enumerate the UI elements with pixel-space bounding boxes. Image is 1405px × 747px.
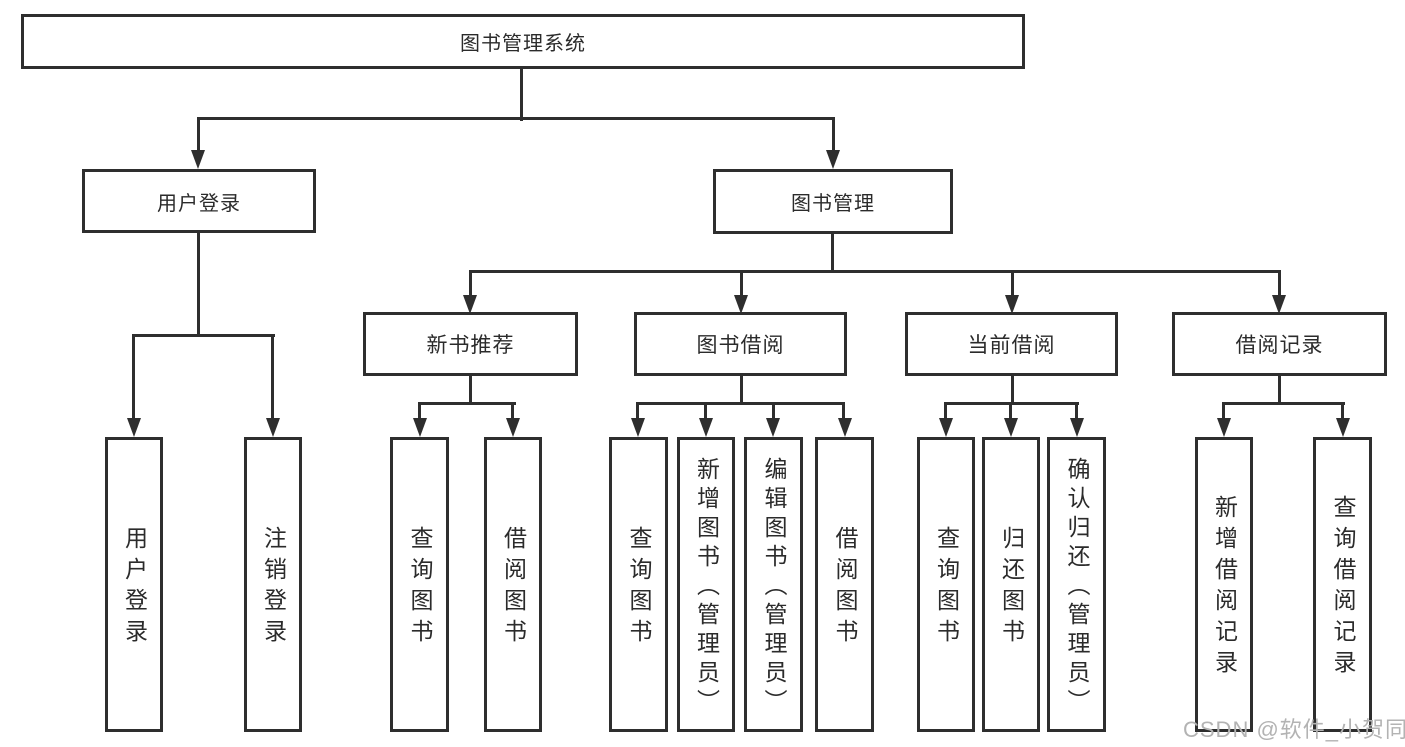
arrow-down-icon [826, 150, 840, 169]
leaf-add-borrow-record: 新增借阅记录 [1195, 437, 1253, 732]
connector-line [944, 402, 947, 419]
node-book-borrow: 图书借阅 [634, 312, 847, 376]
connector-line [1222, 402, 1345, 405]
arrow-down-icon [838, 418, 852, 437]
connector-line [1075, 402, 1078, 419]
arrow-down-icon [734, 295, 748, 314]
leaf-add-book-admin: 新增图书（管理员） [677, 437, 735, 732]
connector-line [1341, 402, 1344, 419]
connector-line [772, 402, 775, 419]
arrow-down-icon [699, 418, 713, 437]
node-new-book-recommend: 新书推荐 [363, 312, 578, 376]
node-book-management: 图书管理 [713, 169, 953, 234]
connector-line [1009, 402, 1012, 419]
connector-line [740, 270, 743, 296]
leaf-recommend-query-book: 查询图书 [390, 437, 449, 732]
node-root-system: 图书管理系统 [21, 14, 1025, 69]
arrow-down-icon [463, 295, 477, 314]
connector-line [636, 402, 639, 419]
leaf-borrow-book: 借阅图书 [815, 437, 874, 732]
leaf-borrow-query-book: 查询图书 [609, 437, 668, 732]
node-borrow-records: 借阅记录 [1172, 312, 1387, 376]
leaf-confirm-return-admin: 确认归还（管理员） [1047, 437, 1106, 732]
leaf-logout: 注销登录 [244, 437, 302, 732]
leaf-user-login: 用户登录 [105, 437, 163, 732]
connector-line [197, 117, 200, 151]
arrow-down-icon [1005, 295, 1019, 314]
node-user-login: 用户登录 [82, 169, 316, 233]
connector-line [1011, 270, 1014, 296]
connector-line [511, 402, 514, 419]
arrow-down-icon [506, 418, 520, 437]
arrow-down-icon [1336, 418, 1350, 437]
connector-line [469, 375, 472, 405]
csdn-watermark: CSDN @软件_小贺同学 [1183, 717, 1405, 742]
connector-line [469, 270, 1281, 273]
connector-line [469, 270, 472, 296]
leaf-query-borrow-record: 查询借阅记录 [1313, 437, 1372, 732]
arrow-down-icon [939, 418, 953, 437]
connector-line [1278, 375, 1281, 405]
connector-line [831, 234, 834, 273]
arrow-down-icon [266, 418, 280, 437]
leaf-return-book: 归还图书 [982, 437, 1040, 732]
arrow-down-icon [631, 418, 645, 437]
leaf-recommend-borrow-book: 借阅图书 [484, 437, 542, 732]
connector-line [197, 117, 835, 120]
connector-line [832, 117, 835, 151]
arrow-down-icon [127, 418, 141, 437]
arrow-down-icon [413, 418, 427, 437]
arrow-down-icon [1272, 295, 1286, 314]
node-current-borrow: 当前借阅 [905, 312, 1118, 376]
connector-line [418, 402, 421, 419]
leaf-edit-book-admin: 编辑图书（管理员） [744, 437, 803, 732]
connector-line [704, 402, 707, 419]
connector-line [636, 402, 845, 405]
arrow-down-icon [1217, 418, 1231, 437]
connector-line [1278, 270, 1281, 296]
connector-line [132, 334, 135, 419]
arrow-down-icon [1004, 418, 1018, 437]
connector-line [1011, 375, 1014, 405]
arrow-down-icon [1070, 418, 1084, 437]
connector-line [842, 402, 845, 419]
connector-line [1222, 402, 1225, 419]
connector-line [197, 233, 200, 337]
connector-line [271, 334, 274, 419]
arrow-down-icon [766, 418, 780, 437]
connector-line [740, 375, 743, 405]
leaf-current-query-book: 查询图书 [917, 437, 975, 732]
connector-line [132, 334, 275, 337]
connector-line [418, 402, 516, 405]
connector-line [520, 69, 523, 121]
arrow-down-icon [191, 150, 205, 169]
